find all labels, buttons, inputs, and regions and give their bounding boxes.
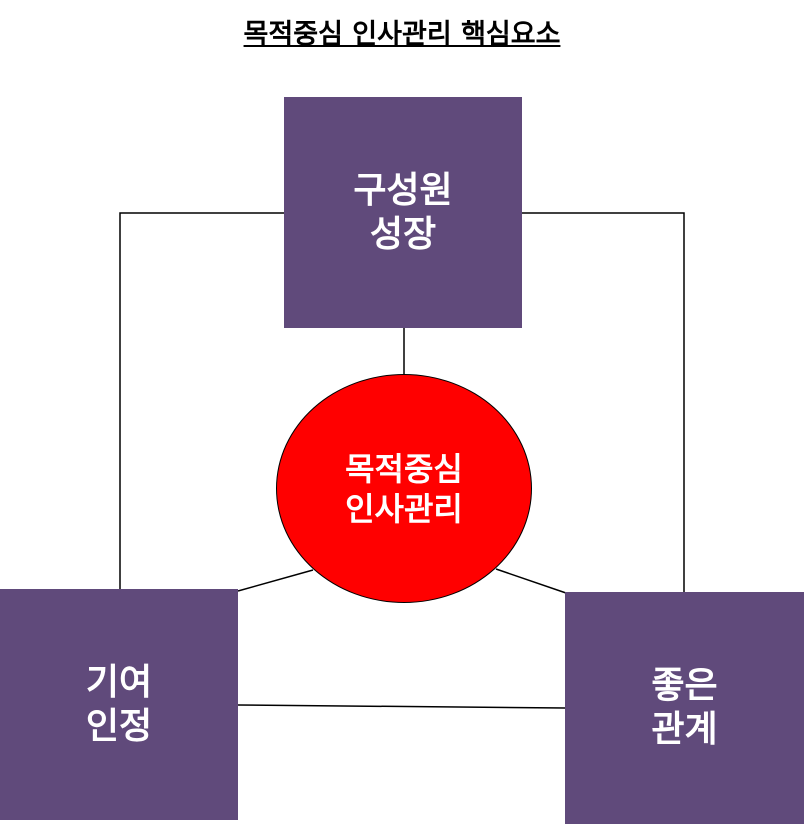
node-label: 인정 [85, 705, 153, 747]
center-label: 목적중심 [345, 449, 463, 488]
node-label: 기여 [85, 661, 153, 703]
diagram-title: 목적중심 인사관리 핵심요소 [243, 19, 561, 50]
node-label: 좋은 [651, 665, 718, 706]
center-node-purpose-hr: 목적중심 인사관리 [276, 374, 532, 603]
line-top-right [522, 212, 685, 592]
center-label: 인사관리 [345, 489, 463, 528]
line-center-right [495, 568, 567, 594]
line-top-left [119, 212, 284, 589]
node-member-growth: 구성원 성장 [284, 97, 522, 328]
node-label: 성장 [369, 213, 437, 255]
line-center-left [237, 569, 314, 592]
node-contribution-recognition: 기여 인정 [0, 589, 238, 820]
node-label: 구성원 [353, 169, 453, 211]
line-left-right [237, 704, 566, 709]
node-label: 관계 [651, 709, 718, 750]
node-good-relationship: 좋은 관계 [565, 592, 804, 824]
